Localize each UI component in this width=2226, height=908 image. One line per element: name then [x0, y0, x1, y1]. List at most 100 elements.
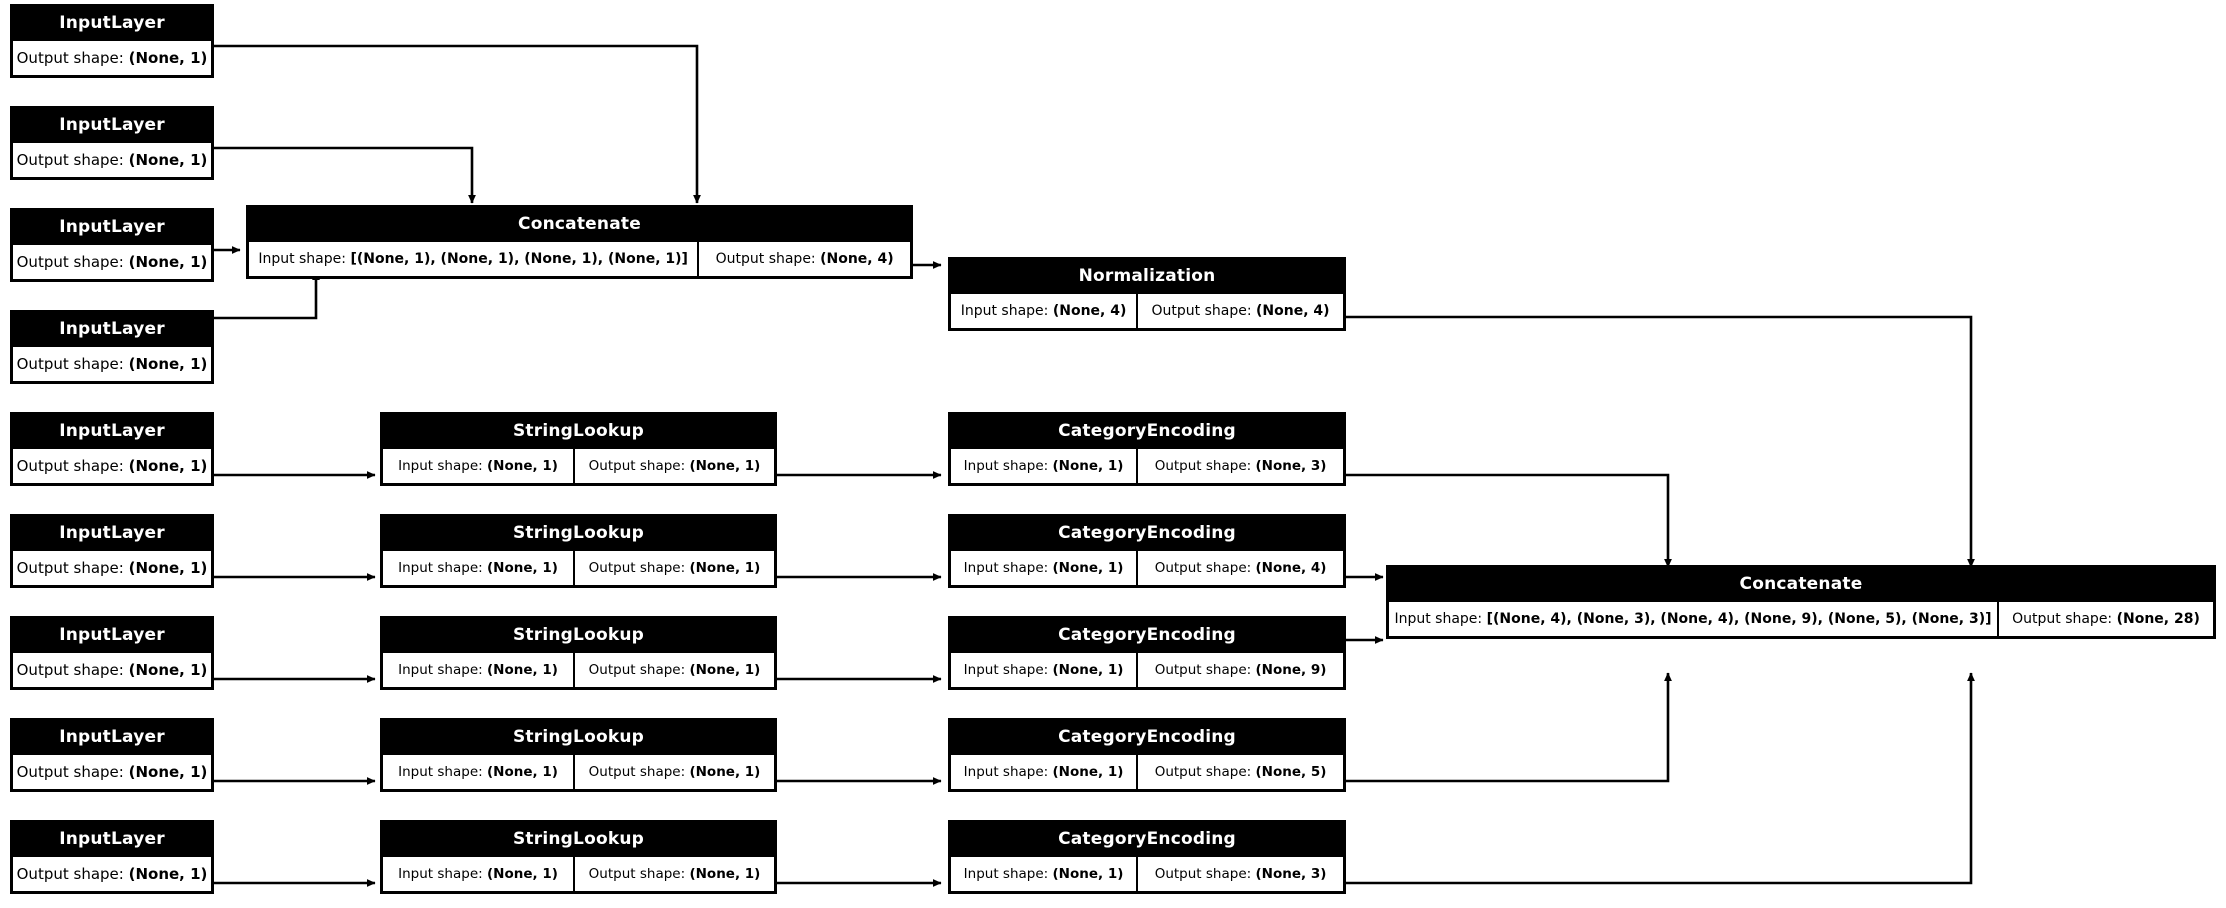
output-shape-value: (None, 4)	[820, 251, 894, 267]
node-title: InputLayer	[12, 414, 212, 448]
input-shape-cell: Input shape: (None, 1)	[382, 754, 575, 790]
node-fields: Input shape: (None, 1) Output shape: (No…	[950, 448, 1344, 484]
node-string-lookup-4[interactable]: StringLookup Input shape: (None, 1) Outp…	[380, 718, 777, 792]
output-shape-value: (None, 1)	[128, 457, 208, 475]
output-shape-value: (None, 1)	[128, 253, 208, 271]
node-normalization[interactable]: Normalization Input shape: (None, 4) Out…	[948, 257, 1346, 331]
node-string-lookup-2[interactable]: StringLookup Input shape: (None, 1) Outp…	[380, 514, 777, 588]
node-title: InputLayer	[12, 516, 212, 550]
output-shape-value: (None, 1)	[128, 355, 208, 373]
node-fields: Output shape: (None, 1)	[12, 244, 212, 280]
input-shape-label: Input shape:	[398, 662, 483, 678]
node-title: Concatenate	[1388, 567, 2214, 601]
node-title: InputLayer	[12, 618, 212, 652]
output-shape-cell: Output shape: (None, 1)	[12, 244, 212, 280]
node-category-encoding-1[interactable]: CategoryEncoding Input shape: (None, 1) …	[948, 412, 1346, 486]
output-shape-value: (None, 1)	[689, 764, 761, 780]
node-input-layer-3[interactable]: InputLayer Output shape: (None, 1)	[10, 208, 214, 282]
output-shape-label: Output shape:	[16, 457, 124, 475]
output-shape-value: (None, 4)	[1255, 560, 1327, 576]
node-title: StringLookup	[382, 414, 775, 448]
input-shape-value: (None, 1)	[1052, 560, 1124, 576]
output-shape-value: (None, 1)	[689, 458, 761, 474]
output-shape-cell: Output shape: (None, 1)	[12, 550, 212, 586]
output-shape-label: Output shape:	[588, 764, 686, 780]
output-shape-label: Output shape:	[16, 865, 124, 883]
input-shape-cell: Input shape: [(None, 4), (None, 3), (Non…	[1388, 601, 1998, 637]
node-category-encoding-2[interactable]: CategoryEncoding Input shape: (None, 1) …	[948, 514, 1346, 588]
output-shape-label: Output shape:	[588, 560, 686, 576]
node-string-lookup-3[interactable]: StringLookup Input shape: (None, 1) Outp…	[380, 616, 777, 690]
input-shape-label: Input shape:	[398, 458, 483, 474]
input-shape-value: [(None, 1), (None, 1), (None, 1), (None,…	[350, 251, 688, 267]
output-shape-value: (None, 3)	[1255, 866, 1327, 882]
input-shape-value: (None, 1)	[1052, 458, 1124, 474]
node-category-encoding-4[interactable]: CategoryEncoding Input shape: (None, 1) …	[948, 718, 1346, 792]
node-fields: Input shape: (None, 1) Output shape: (No…	[950, 550, 1344, 586]
output-shape-value: (None, 1)	[689, 866, 761, 882]
node-fields: Input shape: [(None, 1), (None, 1), (Non…	[248, 241, 911, 277]
node-title: CategoryEncoding	[950, 516, 1344, 550]
input-shape-value: (None, 1)	[486, 866, 558, 882]
input-shape-label: Input shape:	[258, 251, 346, 267]
node-string-lookup-5[interactable]: StringLookup Input shape: (None, 1) Outp…	[380, 820, 777, 894]
node-fields: Output shape: (None, 1)	[12, 754, 212, 790]
node-string-lookup-1[interactable]: StringLookup Input shape: (None, 1) Outp…	[380, 412, 777, 486]
input-shape-label: Input shape:	[398, 560, 483, 576]
output-shape-cell: Output shape: (None, 1)	[12, 754, 212, 790]
output-shape-label: Output shape:	[588, 458, 686, 474]
input-shape-label: Input shape:	[963, 662, 1049, 678]
node-input-layer-4[interactable]: InputLayer Output shape: (None, 1)	[10, 310, 214, 384]
node-fields: Output shape: (None, 1)	[12, 346, 212, 382]
node-input-layer-8[interactable]: InputLayer Output shape: (None, 1)	[10, 718, 214, 792]
output-shape-value: (None, 1)	[689, 560, 761, 576]
output-shape-cell: Output shape: (None, 1)	[12, 856, 212, 892]
output-shape-label: Output shape:	[1154, 662, 1252, 678]
node-fields: Input shape: (None, 1) Output shape: (No…	[382, 856, 775, 892]
node-input-layer-7[interactable]: InputLayer Output shape: (None, 1)	[10, 616, 214, 690]
output-shape-label: Output shape:	[2012, 611, 2113, 627]
output-shape-label: Output shape:	[16, 49, 124, 67]
output-shape-cell: Output shape: (None, 28)	[1998, 601, 2214, 637]
input-shape-label: Input shape:	[963, 866, 1049, 882]
input-shape-label: Input shape:	[963, 458, 1049, 474]
node-fields: Output shape: (None, 1)	[12, 448, 212, 484]
input-shape-cell: Input shape: (None, 1)	[382, 550, 575, 586]
output-shape-label: Output shape:	[16, 253, 124, 271]
node-category-encoding-3[interactable]: CategoryEncoding Input shape: (None, 1) …	[948, 616, 1346, 690]
output-shape-value: (None, 1)	[128, 865, 208, 883]
node-input-layer-9[interactable]: InputLayer Output shape: (None, 1)	[10, 820, 214, 894]
output-shape-cell: Output shape: (None, 3)	[1137, 856, 1344, 892]
output-shape-label: Output shape:	[16, 559, 124, 577]
node-title: Normalization	[950, 259, 1344, 293]
input-shape-value: (None, 1)	[1052, 866, 1124, 882]
node-title: InputLayer	[12, 822, 212, 856]
node-input-layer-6[interactable]: InputLayer Output shape: (None, 1)	[10, 514, 214, 588]
node-fields: Output shape: (None, 1)	[12, 652, 212, 688]
node-title: InputLayer	[12, 210, 212, 244]
output-shape-value: (None, 5)	[1255, 764, 1327, 780]
input-shape-value: (None, 4)	[1052, 303, 1127, 319]
node-input-layer-2[interactable]: InputLayer Output shape: (None, 1)	[10, 106, 214, 180]
input-shape-cell: Input shape: (None, 1)	[950, 652, 1138, 688]
node-title: StringLookup	[382, 720, 775, 754]
node-concatenate-all[interactable]: Concatenate Input shape: [(None, 4), (No…	[1386, 565, 2216, 639]
node-category-encoding-5[interactable]: CategoryEncoding Input shape: (None, 1) …	[948, 820, 1346, 894]
output-shape-cell: Output shape: (None, 1)	[574, 652, 775, 688]
node-fields: Input shape: (None, 1) Output shape: (No…	[950, 754, 1344, 790]
node-fields: Input shape: (None, 1) Output shape: (No…	[382, 448, 775, 484]
input-shape-cell: Input shape: (None, 1)	[950, 448, 1138, 484]
input-shape-label: Input shape:	[963, 764, 1049, 780]
output-shape-label: Output shape:	[16, 151, 124, 169]
node-input-layer-1[interactable]: InputLayer Output shape: (None, 1)	[10, 4, 214, 78]
output-shape-value: (None, 1)	[128, 763, 208, 781]
output-shape-cell: Output shape: (None, 1)	[12, 40, 212, 76]
node-concatenate-numeric[interactable]: Concatenate Input shape: [(None, 1), (No…	[246, 205, 913, 279]
output-shape-value: (None, 1)	[128, 151, 208, 169]
node-input-layer-5[interactable]: InputLayer Output shape: (None, 1)	[10, 412, 214, 486]
output-shape-cell: Output shape: (None, 1)	[12, 652, 212, 688]
output-shape-label: Output shape:	[16, 355, 124, 373]
output-shape-cell: Output shape: (None, 5)	[1137, 754, 1344, 790]
node-title: InputLayer	[12, 312, 212, 346]
input-shape-cell: Input shape: (None, 4)	[950, 293, 1138, 329]
